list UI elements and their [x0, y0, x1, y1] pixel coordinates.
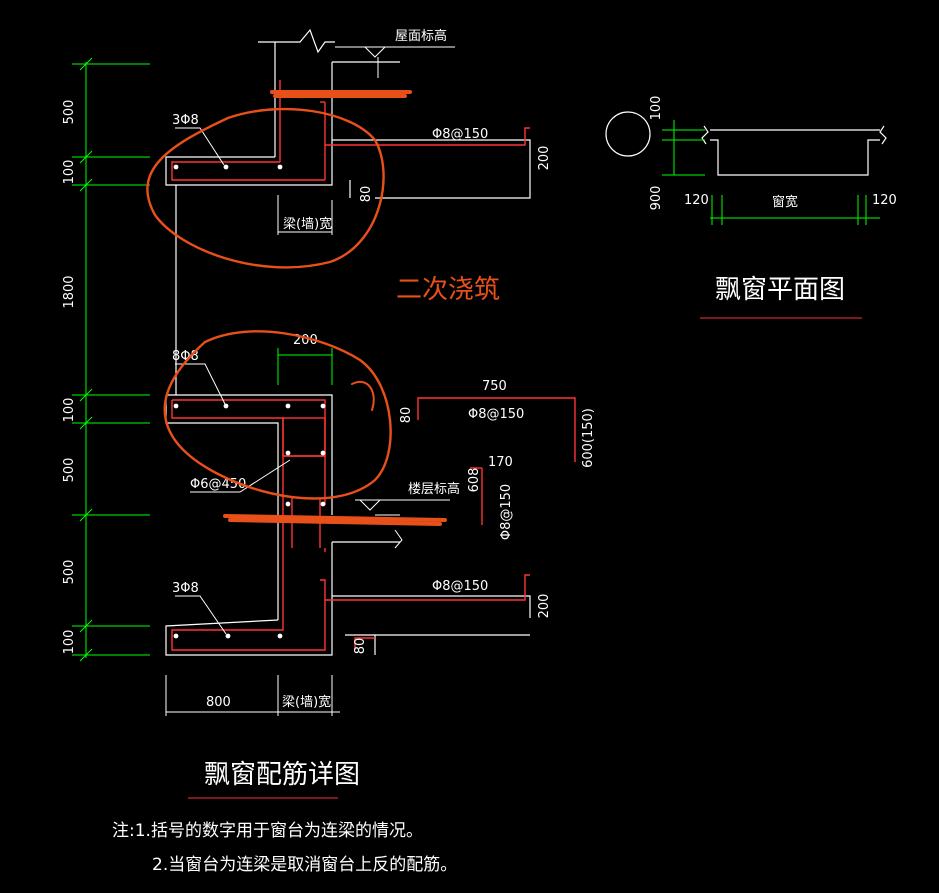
middle-edge-label: 80: [399, 407, 414, 424]
upper-edge-label: 80: [359, 186, 374, 203]
plan-left-label: 120: [684, 193, 709, 208]
lower-bars-label: 3Φ8: [172, 581, 199, 596]
roof-elevation-marker: [335, 46, 455, 78]
bottom-dimension: [165, 675, 340, 716]
plan-window-width-label: 窗宽: [772, 194, 798, 210]
dim-500-top: 500: [62, 100, 77, 125]
dim-500-low: 500: [62, 560, 77, 585]
middle-stirrup-label: Φ8@150: [468, 407, 524, 422]
bottom-beam-width-label: 梁(墙)宽: [282, 694, 331, 710]
middle-tie-label: Φ6@450: [190, 477, 246, 492]
leader-lines: [175, 127, 291, 635]
plan-dimensions: [662, 120, 880, 225]
middle-vertical-bar-label: Φ8@150: [499, 484, 514, 540]
lower-thickness-label: 200: [537, 594, 552, 619]
left-dimension-chain: [72, 57, 150, 662]
lower-edge-label: 80: [353, 638, 368, 655]
rebar-dots: [173, 164, 326, 639]
plan-title: 飘窗平面图: [715, 275, 845, 305]
upper-stirrup-label: Φ8@150: [432, 127, 488, 142]
dim-100-mid: 100: [62, 398, 77, 423]
roof-elevation-label: 屋面标高: [395, 28, 447, 44]
middle-height-label: 600(150): [581, 408, 596, 468]
dim-100-top: 100: [62, 160, 77, 185]
dim-500-mid: 500: [62, 458, 77, 483]
plan-view: [605, 111, 887, 176]
dim-1800: 1800: [62, 275, 77, 308]
middle-width-dim: [277, 348, 333, 385]
secondary-pour-label: 二次浇筑: [396, 275, 500, 305]
plan-dim-900: 900: [649, 186, 664, 211]
middle-small-height-label: 608: [467, 468, 482, 493]
main-title: 飘窗配筋详图: [204, 760, 360, 790]
left-dimension-labels: 500 100 1800 100 500 500 100: [62, 100, 77, 655]
floor-elevation-label: 楼层标高: [408, 481, 460, 497]
dim-100-low: 100: [62, 630, 77, 655]
markup-strokes: [146, 90, 447, 526]
plan-dim-100: 100: [649, 96, 664, 121]
lower-stirrup-label: Φ8@150: [432, 579, 488, 594]
middle-bars-label: 8Φ8: [172, 349, 199, 364]
plan-right-label: 120: [872, 193, 897, 208]
note-line-1: 注:1.括号的数字用于窗台为连梁的情况。: [112, 821, 423, 841]
concrete-outline: [165, 28, 531, 656]
rebar-lines: [171, 80, 576, 651]
middle-length-label: 750: [482, 379, 507, 394]
note-line-2: 2.当窗台为连梁是取消窗台上反的配筋。: [152, 855, 457, 875]
upper-beam-width-label: 梁(墙)宽: [283, 216, 332, 232]
upper-thickness-label: 200: [537, 146, 552, 171]
upper-beam-width-dim: [277, 195, 333, 235]
bottom-width-label: 800: [206, 695, 231, 710]
floor-elevation-marker: [355, 499, 450, 549]
middle-small-width-label: 170: [488, 455, 513, 470]
upper-bars-label: 3Φ8: [172, 113, 199, 128]
